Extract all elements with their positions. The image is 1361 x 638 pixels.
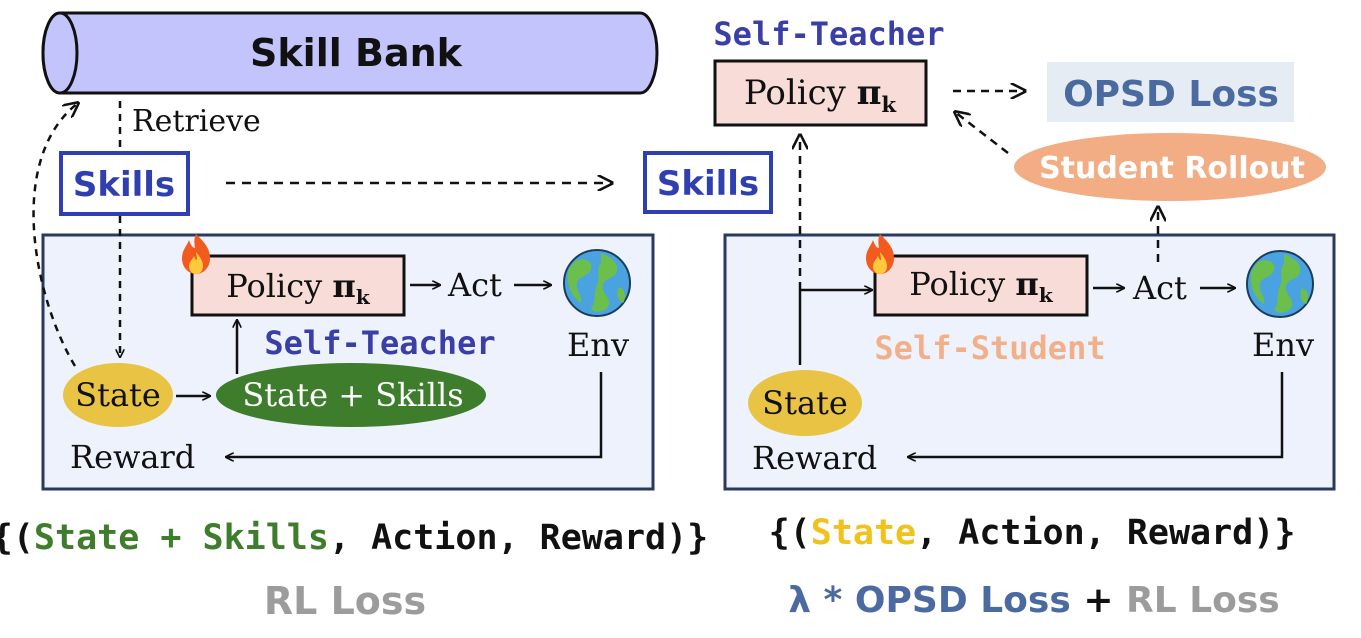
right-state-label: State bbox=[762, 384, 848, 422]
self-student-label: Self-Student bbox=[874, 329, 1105, 367]
left-state-ellipse bbox=[63, 363, 173, 427]
left-reward-label: Reward bbox=[70, 438, 195, 476]
right-reward-label: Reward bbox=[752, 439, 877, 477]
left-policy-label: Policy πk bbox=[226, 267, 371, 309]
left-skills-label: Skills bbox=[73, 165, 175, 205]
earth-globe-icon bbox=[563, 249, 631, 317]
teacher-policy-label: Policy πk bbox=[744, 73, 897, 117]
teacher-policy-box bbox=[713, 59, 928, 127]
opsd-loss-box bbox=[1047, 62, 1294, 122]
state-skills-ellipse bbox=[216, 363, 486, 427]
student-policy-box bbox=[873, 254, 1089, 317]
left-policy-box bbox=[190, 254, 406, 317]
flame-icon bbox=[866, 234, 894, 274]
left-tuple: {(State + Skills, Action, Reward)} bbox=[0, 518, 708, 558]
retrieve-label: Retrieve bbox=[132, 104, 261, 139]
left-env-reward-arrow bbox=[226, 372, 603, 457]
opsd-loss-label: OPSD Loss bbox=[1063, 74, 1279, 115]
right-env-label: Env bbox=[1252, 326, 1314, 364]
left-env-label: Env bbox=[567, 326, 629, 364]
right-self-teacher-title: Self-Teacher bbox=[713, 15, 944, 53]
student-rollout-ellipse bbox=[1014, 133, 1326, 201]
right-loss-formula: λ * OPSD Loss + RL Loss bbox=[788, 580, 1280, 621]
left-skills-box bbox=[59, 151, 190, 216]
skill-bank: Skill Bank bbox=[41, 11, 659, 95]
earth-globe-icon bbox=[1246, 250, 1314, 318]
state-skills-label: State + Skills bbox=[242, 376, 463, 414]
right-skills-label: Skills bbox=[657, 164, 759, 204]
right-state-ellipse bbox=[748, 370, 862, 436]
rollout-to-teacher-arrow bbox=[955, 112, 1009, 154]
state-to-skillbank-arrow bbox=[32, 103, 78, 367]
left-self-teacher-label: Self-Teacher bbox=[264, 324, 495, 362]
student-rollout-label: Student Rollout bbox=[1039, 151, 1305, 186]
right-act-label: Act bbox=[1132, 269, 1187, 307]
right-tuple: {(State, Action, Reward)} bbox=[769, 513, 1296, 553]
flame-icon bbox=[182, 234, 210, 274]
skill-bank-label: Skill Bank bbox=[250, 31, 463, 75]
right-env-reward-arrow bbox=[908, 372, 1284, 457]
left-rl-loss: RL Loss bbox=[264, 579, 426, 623]
right-skills-box bbox=[643, 151, 773, 214]
left-act-label: Act bbox=[447, 266, 502, 304]
student-policy-label: Policy πk bbox=[909, 265, 1054, 307]
left-state-label: State bbox=[75, 376, 161, 414]
